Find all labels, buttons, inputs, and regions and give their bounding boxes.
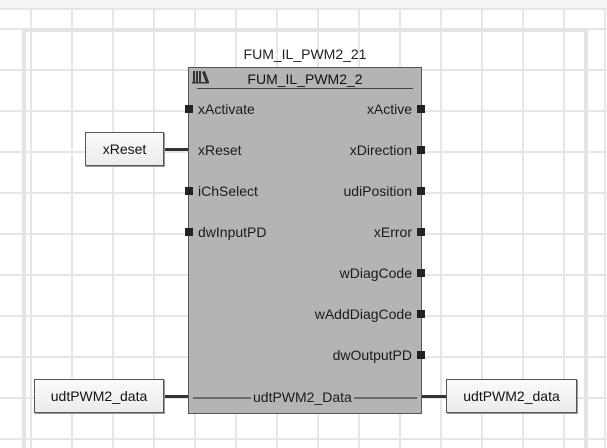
output-pin-wdiagcode[interactable] (417, 269, 425, 277)
wire-xreset (164, 148, 188, 151)
input-pin-dwinputpd[interactable] (185, 228, 193, 236)
variable-udtpwm2-left[interactable]: udtPWM2_data (34, 379, 164, 413)
output-label-xerror: xError (373, 224, 412, 240)
output-pin-xdirection[interactable] (417, 146, 425, 154)
input-pin-xactivate[interactable] (185, 105, 193, 113)
inout-label-udtpwm2-data: udtPWM2_Data (251, 389, 354, 405)
output-pin-dwoutputpd[interactable] (417, 351, 425, 359)
variable-xreset[interactable]: xReset (85, 132, 164, 166)
output-label-xactive: xActive (366, 101, 412, 117)
input-label-dwinputpd: dwInputPD (198, 224, 267, 240)
output-label-wadddiagcode: wAddDiagCode (314, 306, 412, 322)
block-instance-name[interactable]: FUM_IL_PWM2_21 (243, 46, 367, 62)
output-pin-wadddiagcode[interactable] (417, 310, 425, 318)
block-type-name: FUM_IL_PWM2_2 (247, 71, 363, 87)
title-divider (197, 88, 413, 89)
output-pin-udiposition[interactable] (417, 187, 425, 195)
wire-inout-right (422, 395, 446, 398)
wire-inout-left (164, 395, 188, 398)
output-label-udiposition: udiPosition (343, 183, 413, 199)
input-label-xreset: xReset (198, 142, 242, 158)
canvas-top-band (0, 0, 607, 10)
input-pin-ichselect[interactable] (185, 187, 193, 195)
input-label-ichselect: iChSelect (198, 183, 258, 199)
network-frame (22, 28, 588, 448)
output-pin-xerror[interactable] (417, 228, 425, 236)
output-label-wdiagcode: wDiagCode (339, 265, 412, 281)
variable-udtpwm2-right[interactable]: udtPWM2_data (446, 379, 577, 413)
output-label-dwoutputpd: dwOutputPD (332, 347, 412, 363)
function-block[interactable]: FUM_IL_PWM2_2 xActivate xReset iChSelect… (185, 67, 425, 414)
input-label-xactivate: xActivate (198, 101, 255, 117)
output-label-xdirection: xDirection (349, 142, 412, 158)
output-pin-xactive[interactable] (417, 105, 425, 113)
library-icon (192, 71, 209, 84)
